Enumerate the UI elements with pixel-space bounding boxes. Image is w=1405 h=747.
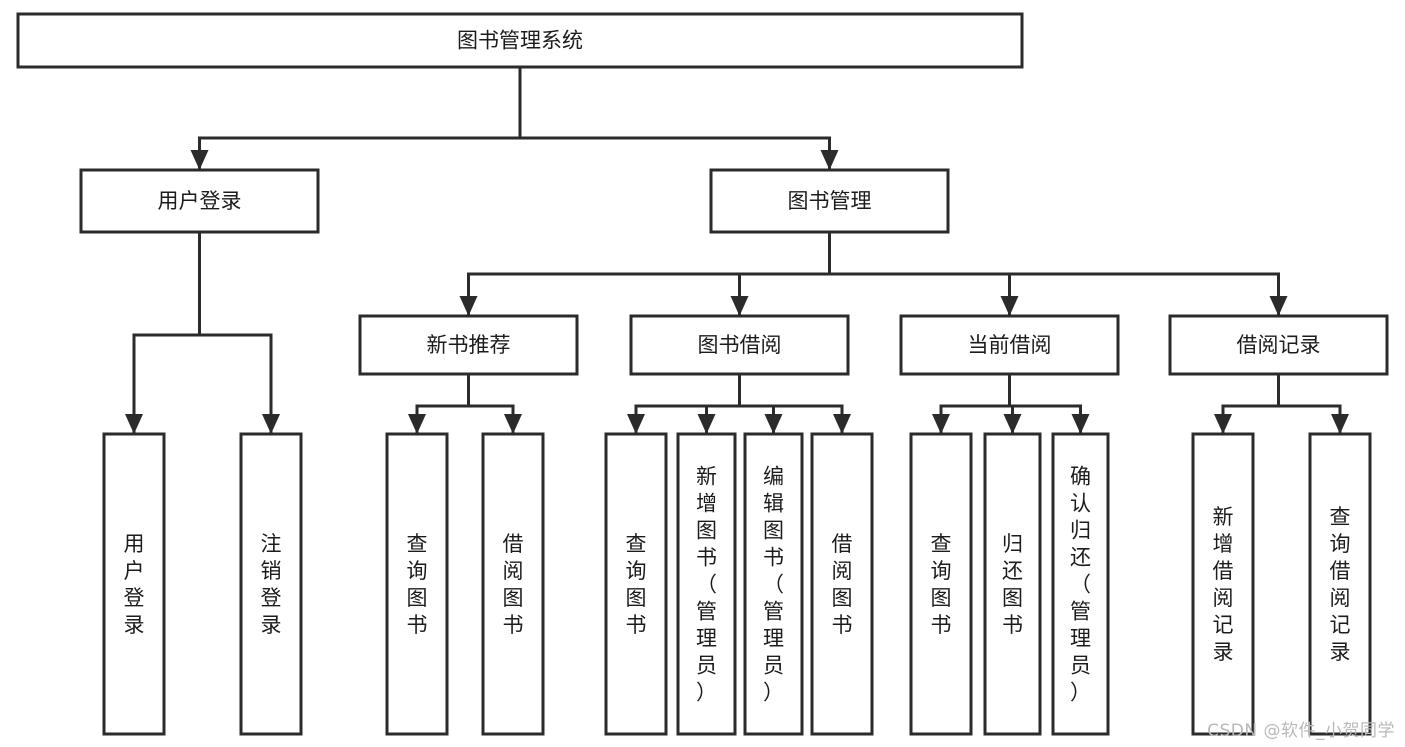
node-level3-book-borrow-label: 图书借阅 (698, 333, 782, 357)
node-leaf-leaf-confirm-return[interactable]: 确认归还（管理员） (1051, 432, 1110, 736)
node-leaf-leaf-query-book-3-rect (909, 432, 973, 736)
node-leaf-leaf-add-book[interactable]: 新增图书（管理员） (676, 432, 737, 736)
node-leaf-leaf-query-book-2-label: 查询图书 (626, 532, 647, 637)
node-level3-borrow-record-rect (1168, 314, 1389, 376)
node-level2-user-login[interactable]: 用户登录 (79, 168, 320, 234)
node-leaf-leaf-edit-book-rect (743, 432, 804, 736)
node-leaf-leaf-edit-book-label: 编辑图书（管理员） (763, 465, 784, 705)
node-leaf-leaf-borrow-book-2[interactable]: 借阅图书 (810, 432, 874, 736)
node-leaf-leaf-borrow-book-1-label: 借阅图书 (503, 532, 524, 637)
node-root-rect (16, 12, 1024, 69)
node-leaf-leaf-return-book[interactable]: 归还图书 (983, 432, 1042, 736)
node-leaf-leaf-borrow-book-2-label: 借阅图书 (832, 532, 853, 637)
node-leaf-leaf-edit-book[interactable]: 编辑图书（管理员） (743, 432, 804, 736)
arrow-head (125, 414, 143, 434)
node-level3-current-borrow-label: 当前借阅 (968, 333, 1052, 357)
node-leaf-leaf-return-book-label: 归还图书 (1002, 532, 1023, 637)
node-level2-user-login-rect (79, 168, 320, 234)
node-leaf-leaf-query-record[interactable]: 查询借阅记录 (1308, 432, 1372, 736)
arrow-head (1071, 414, 1090, 434)
node-level3-new-book-recommend-label: 新书推荐 (427, 333, 511, 357)
node-leaf-leaf-logout-rect (239, 432, 303, 736)
node-leaf-leaf-query-record-rect (1308, 432, 1372, 736)
node-leaf-leaf-logout[interactable]: 注销登录 (239, 432, 303, 736)
node-level3-borrow-record-label: 借阅记录 (1237, 333, 1321, 357)
arrow-head (697, 414, 716, 434)
node-leaf-leaf-add-book-rect (676, 432, 737, 736)
node-leaf-leaf-query-record-label: 查询借阅记录 (1330, 505, 1351, 664)
arrow-head (1214, 414, 1232, 434)
node-leaf-leaf-return-book-rect (983, 432, 1042, 736)
arrow-head (820, 150, 839, 170)
node-leaf-leaf-confirm-return-label: 确认归还（管理员） (1070, 465, 1091, 705)
node-level2-book-manage-rect (709, 168, 950, 234)
arrow-head (1331, 414, 1349, 434)
node-leaf-leaf-query-book-2-rect (604, 432, 668, 736)
node-level3-current-borrow-rect (899, 314, 1120, 376)
node-leaf-leaf-query-book-1[interactable]: 查询图书 (385, 432, 449, 736)
node-leaf-leaf-borrow-book-2-rect (810, 432, 874, 736)
node-leaf-leaf-logout-label: 注销登录 (261, 532, 282, 637)
node-leaf-leaf-user-login-label: 用户登录 (124, 532, 145, 637)
node-leaf-leaf-add-book-label: 新增图书（管理员） (696, 465, 717, 705)
node-level3-book-borrow[interactable]: 图书借阅 (629, 314, 850, 376)
arrow-head (504, 414, 522, 434)
node-level3-current-borrow[interactable]: 当前借阅 (899, 314, 1120, 376)
arrow-head (190, 150, 209, 170)
arrow-head (833, 414, 851, 434)
node-level3-new-book-recommend-rect (358, 314, 579, 376)
arrow-head (932, 414, 950, 434)
node-leaf-leaf-confirm-return-rect (1051, 432, 1110, 736)
arrow-head (764, 414, 783, 434)
node-leaf-leaf-query-book-3-label: 查询图书 (931, 532, 952, 637)
arrow-head (1003, 414, 1022, 434)
arrow-head (1269, 296, 1288, 316)
node-leaf-leaf-query-book-3[interactable]: 查询图书 (909, 432, 973, 736)
node-level2-book-manage[interactable]: 图书管理 (709, 168, 950, 234)
connector-layer (125, 65, 1349, 434)
arrow-head (262, 414, 280, 434)
node-level3-book-borrow-rect (629, 314, 850, 376)
node-leaf-leaf-add-record[interactable]: 新增借阅记录 (1191, 432, 1255, 736)
node-leaf-leaf-query-book-2[interactable]: 查询图书 (604, 432, 668, 736)
arrow-head (730, 296, 749, 316)
node-root-label: 图书管理系统 (457, 29, 583, 53)
node-level3-new-book-recommend[interactable]: 新书推荐 (358, 314, 579, 376)
node-leaf-leaf-add-record-label: 新增借阅记录 (1213, 505, 1234, 664)
node-leaf-leaf-query-book-1-label: 查询图书 (407, 532, 428, 637)
node-level2-user-login-label: 用户登录 (158, 189, 242, 213)
node-leaf-leaf-user-login[interactable]: 用户登录 (102, 432, 166, 736)
arrow-head (1000, 296, 1019, 316)
arrow-head (627, 414, 645, 434)
node-leaf-leaf-add-record-rect (1191, 432, 1255, 736)
node-layer: 图书管理系统用户登录图书管理新书推荐图书借阅当前借阅借阅记录用户登录注销登录查询… (16, 12, 1389, 736)
arrow-head (459, 296, 478, 316)
node-level3-borrow-record[interactable]: 借阅记录 (1168, 314, 1389, 376)
arrow-head (408, 414, 426, 434)
node-leaf-leaf-borrow-book-1-rect (481, 432, 545, 736)
node-leaf-leaf-user-login-rect (102, 432, 166, 736)
node-leaf-leaf-borrow-book-1[interactable]: 借阅图书 (481, 432, 545, 736)
node-root[interactable]: 图书管理系统 (16, 12, 1024, 69)
node-level2-book-manage-label: 图书管理 (788, 189, 872, 213)
node-leaf-leaf-query-book-1-rect (385, 432, 449, 736)
